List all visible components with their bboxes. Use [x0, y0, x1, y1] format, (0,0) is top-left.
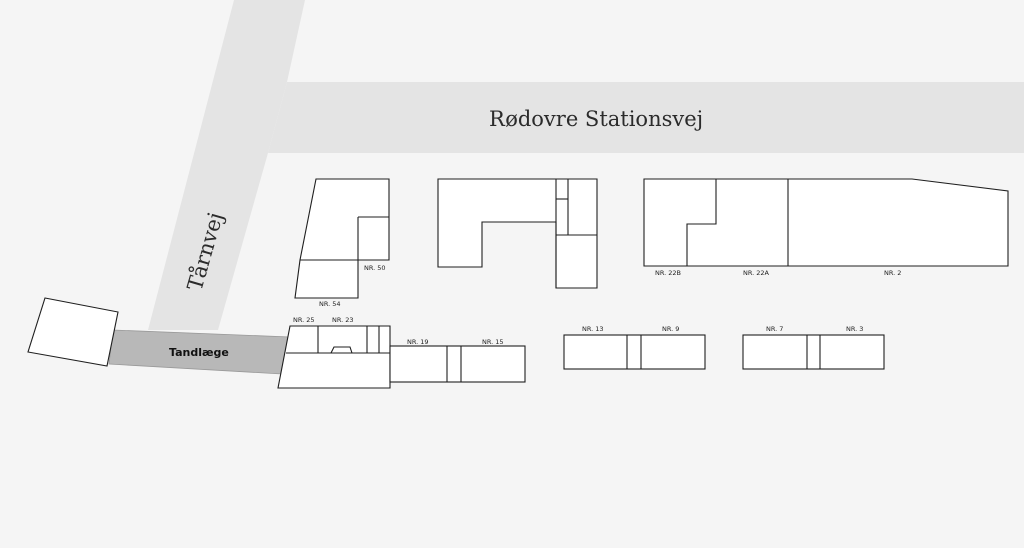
unit-label-nr19: NR. 19: [407, 338, 429, 346]
building-nr13-9[interactable]: [563, 334, 706, 370]
unit-label-nr7: NR. 7: [766, 325, 783, 333]
unit-label-nr13: NR. 13: [582, 325, 604, 333]
road-rodovre-stationsvej: [268, 82, 1024, 153]
building-nr19-15[interactable]: [389, 345, 526, 383]
unit-label-nr54: NR. 54: [319, 300, 341, 308]
building-nr22b-22a-2[interactable]: [643, 178, 1009, 267]
unit-label-nr22a: NR. 22A: [743, 269, 770, 277]
building-nr50-54[interactable]: [294, 178, 390, 299]
unit-label-nr9: NR. 9: [662, 325, 679, 333]
building-tandlaege[interactable]: [27, 297, 119, 367]
road-tarnvej: [148, 0, 305, 330]
unit-label-nr23: NR. 23: [332, 316, 354, 324]
path-label-tandlaege: Tandlæge: [169, 346, 229, 359]
unit-label-nr50: NR. 50: [364, 264, 386, 272]
building-center-block[interactable]: [437, 178, 598, 289]
building-nr25-23[interactable]: [277, 325, 391, 389]
unit-label-nr25: NR. 25: [293, 316, 315, 324]
street-label-rodovre-stationsvej: Rødovre Stationsvej: [489, 107, 703, 131]
building-nr7-3[interactable]: [742, 334, 885, 370]
unit-label-nr3: NR. 3: [846, 325, 863, 333]
unit-label-nr2: NR. 2: [884, 269, 901, 277]
unit-label-nr22b: NR. 22B: [655, 269, 681, 277]
unit-label-nr15: NR. 15: [482, 338, 504, 346]
